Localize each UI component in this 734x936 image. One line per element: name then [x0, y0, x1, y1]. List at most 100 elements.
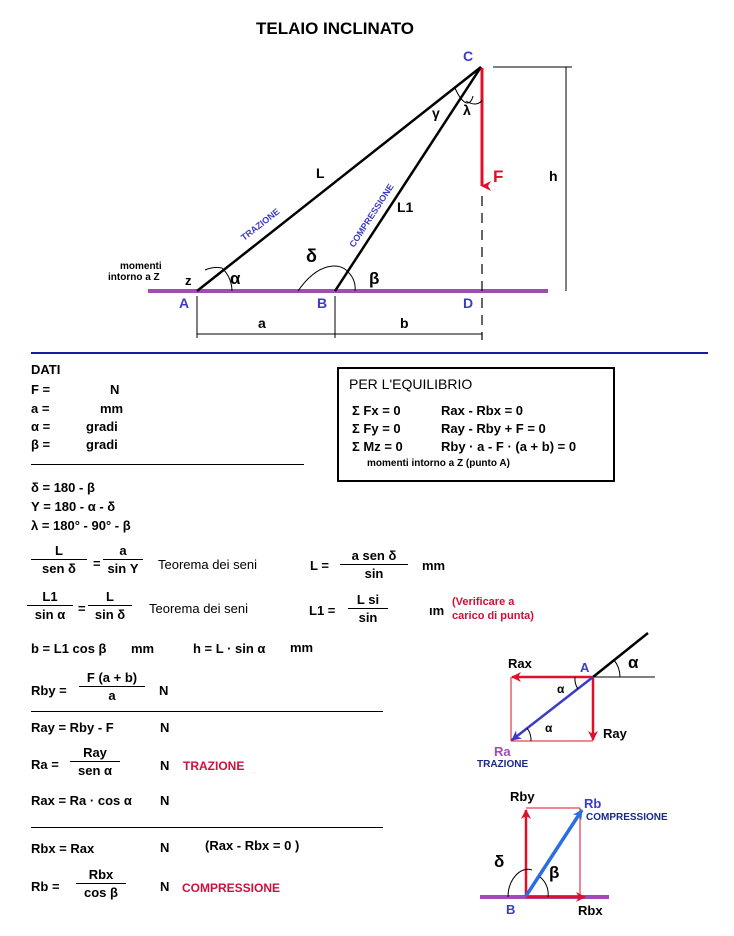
dati-alpha-unit: gradi: [86, 419, 118, 434]
label-F: F: [493, 167, 503, 186]
eq-fx-rhs: Rax - Rbx = 0: [441, 403, 524, 418]
sine1-theorem: Teorema dei seni: [158, 557, 257, 572]
vecA-ra-label: Ra: [494, 744, 511, 759]
vecA-rax-label: Rax: [508, 656, 533, 671]
ray-unit: N: [160, 720, 170, 735]
label-gamma: γ: [432, 105, 440, 121]
label-b: b: [400, 315, 409, 331]
rby-lhs: Rby =: [31, 683, 67, 698]
vecB-beta: β: [549, 863, 559, 882]
point-D-label: D: [463, 295, 473, 311]
label-L1: L1: [397, 199, 414, 215]
sine2-result-lhs: L1 =: [309, 603, 336, 618]
formula-lambda: λ = 180° - 90° - β: [31, 518, 131, 533]
eq-mz-rhs: Rby · a - F · (a + b) = 0: [441, 439, 577, 454]
vecA-tag: TRAZIONE: [477, 759, 528, 770]
vecB-delta: δ: [494, 852, 504, 871]
rby-frac: F (a + b)a: [79, 670, 145, 703]
vecA-alpha-mid: α: [557, 682, 565, 696]
vecA-alpha-low: α: [545, 721, 553, 735]
formula-h-unit: mm: [290, 640, 314, 655]
equilibrium-box: [337, 367, 615, 482]
equilibrium-title: PER L'EQUILIBRIO: [349, 376, 473, 392]
dati-F-unit: N: [110, 382, 120, 397]
formula-b-unit: mm: [131, 641, 155, 656]
formula-b: b = L1 cos β: [31, 641, 107, 656]
formula-delta: δ = 180 - β: [31, 480, 95, 495]
point-C-label: C: [463, 48, 473, 64]
ray-formula: Ray = Rby - F: [31, 720, 114, 735]
formula-h: h = L · sin α: [193, 641, 266, 656]
vector-diagram-B: Rby Rb COMPRESSIONE δ β B Rbx: [480, 789, 668, 918]
vector-diagram-A: Rax A α α α Ray Ra TRAZIONE: [477, 632, 655, 770]
eq-mz-lhs: Σ Mz = 0: [352, 439, 403, 454]
moment-note-2: intorno a Z: [108, 272, 160, 283]
sine1-unit: mm: [422, 558, 446, 573]
point-A-label: A: [179, 295, 189, 311]
eq-note: momenti intorno a Z (punto A): [367, 458, 510, 469]
label-beta: β: [369, 269, 379, 288]
moment-note-1: momenti: [120, 261, 162, 272]
dati-beta-unit: gradi: [86, 437, 118, 452]
label-compressione: COMPRESSIONE: [347, 182, 395, 249]
label-alpha: α: [230, 269, 241, 288]
point-z-label: z: [185, 273, 192, 288]
rax-underline: [31, 827, 383, 828]
vecB-tag: COMPRESSIONE: [586, 812, 668, 823]
member-L1: [333, 66, 483, 292]
eq-fy-lhs: Σ Fy = 0: [352, 421, 401, 436]
rb-unit: N: [160, 879, 170, 894]
vecB-rby-label: Rby: [510, 789, 535, 804]
sine2-eq: =: [78, 601, 86, 616]
ra-arrow: [511, 676, 594, 741]
rax-formula: Rax = Ra · cos α: [31, 793, 132, 808]
dati-underline: [31, 464, 304, 465]
sine1-eq: =: [93, 556, 101, 571]
formula-gamma: Υ = 180 - α - δ: [31, 499, 116, 514]
member-stub-A: [592, 632, 649, 678]
rb-arrow: [524, 809, 584, 897]
rbx-unit: N: [160, 840, 170, 855]
label-lambda: λ: [463, 102, 471, 118]
eq-fx-lhs: Σ Fx = 0: [352, 403, 401, 418]
rby-underline: [31, 711, 383, 712]
rby-unit: N: [159, 683, 169, 698]
frame-diagram: C A B D z L L1 F h a b α β δ γ λ TRAZION…: [108, 48, 572, 340]
section-divider: [31, 352, 708, 354]
sine1-result-lhs: L =: [310, 558, 329, 573]
rax-unit: N: [160, 793, 170, 808]
rbx-formula: Rbx = Rax: [31, 841, 95, 856]
dati-alpha: α =: [31, 419, 51, 434]
sine2-unit: ım: [429, 603, 445, 618]
label-trazione: TRAZIONE: [239, 206, 281, 242]
ra-tag: TRAZIONE: [183, 759, 245, 773]
ra-lhs: Ra =: [31, 757, 59, 772]
rb-lhs: Rb =: [31, 879, 60, 894]
page-title: TELAIO INCLINATO: [256, 19, 415, 38]
sine2-note-2: carico di punta): [452, 610, 534, 622]
sine2-note-1: (Verificare a: [452, 596, 515, 608]
vecB-point-label: B: [506, 902, 515, 917]
label-h: h: [549, 168, 558, 184]
vecA-alpha-top: α: [628, 653, 639, 672]
dati-a: a =: [31, 401, 50, 416]
dati-a-unit: mm: [100, 401, 124, 416]
label-L: L: [316, 165, 325, 181]
ra-unit: N: [160, 758, 170, 773]
label-delta: δ: [306, 246, 317, 266]
member-L: [196, 66, 482, 292]
sine2-theorem: Teorema dei seni: [149, 601, 248, 616]
vecB-rb-label: Rb: [584, 796, 601, 811]
rb-tag: COMPRESSIONE: [182, 881, 281, 895]
label-a: a: [258, 315, 266, 331]
dati-F: F =: [31, 382, 51, 397]
dati-title: DATI: [31, 362, 61, 377]
